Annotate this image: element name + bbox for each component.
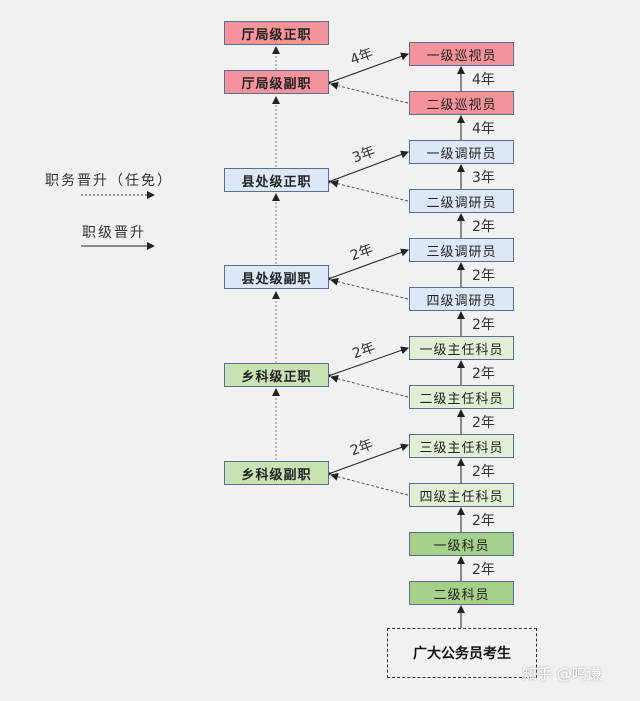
rank-interval: 2年 — [472, 317, 495, 333]
rank-interval: 2年 — [472, 562, 495, 578]
dashed-arrow — [330, 472, 409, 496]
dashed-arrow — [330, 179, 409, 202]
rank-box: 二级主任科员 — [409, 385, 514, 409]
rank-box: 一级主任科员 — [409, 336, 514, 360]
rank-box: 四级调研员 — [409, 287, 514, 311]
rank-box: 一级巡视员 — [409, 42, 514, 66]
rank-box: 三级主任科员 — [409, 434, 514, 458]
rank-interval: 2年 — [472, 464, 495, 480]
position-box: 厅局级正职 — [224, 21, 329, 45]
rank-interval: 3年 — [472, 170, 495, 186]
cross-arrow — [323, 248, 409, 285]
cross-arrow — [323, 443, 409, 480]
dashed-arrow — [330, 277, 409, 300]
rank-box: 二级巡视员 — [409, 91, 514, 115]
rank-interval: 4年 — [472, 121, 495, 137]
legend-rank-promotion: 职级晋升 — [82, 225, 146, 241]
legend-position-promotion: 职务晋升（任免） — [45, 173, 173, 189]
rank-box: 二级科员 — [409, 581, 514, 605]
dashed-arrow — [330, 374, 409, 398]
dashed-arrow — [330, 81, 409, 104]
watermark: 知乎 @鸣谦 — [522, 665, 602, 683]
rank-interval: 2年 — [472, 415, 495, 431]
position-box: 乡科级正职 — [224, 363, 329, 387]
position-box: 县处级副职 — [224, 265, 329, 289]
rank-interval: 2年 — [472, 366, 495, 382]
cross-arrow — [323, 52, 409, 89]
rank-interval: 2年 — [472, 268, 495, 284]
rank-interval: 4年 — [472, 72, 495, 88]
cross-arrow — [323, 346, 409, 382]
rank-box: 四级主任科员 — [409, 483, 514, 507]
position-box: 县处级正职 — [224, 168, 329, 192]
rank-interval: 2年 — [472, 219, 495, 235]
position-box: 厅局级副职 — [224, 70, 329, 94]
candidate-box: 广大公务员考生 — [387, 628, 537, 678]
rank-interval: 2年 — [472, 513, 495, 529]
rank-box: 二级调研员 — [409, 189, 514, 213]
cross-arrow — [323, 150, 409, 188]
rank-box: 一级调研员 — [409, 140, 514, 164]
position-box: 乡科级副职 — [224, 461, 329, 485]
rank-box: 三级调研员 — [409, 238, 514, 262]
rank-box: 一级科员 — [409, 532, 514, 556]
